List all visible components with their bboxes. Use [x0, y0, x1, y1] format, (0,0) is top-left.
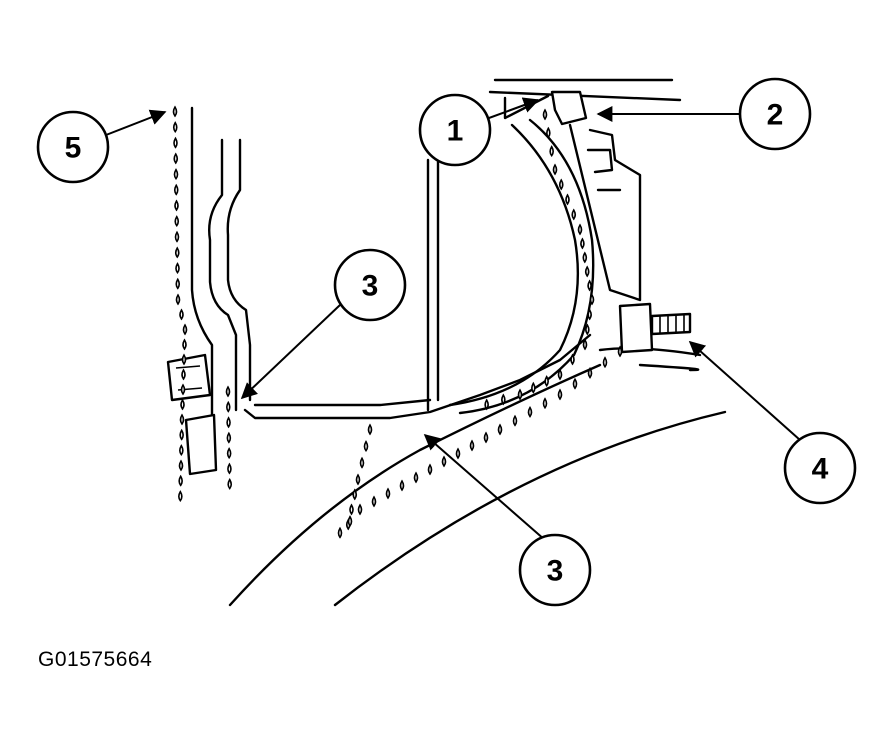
water-drop [501, 393, 506, 406]
water-drop [178, 490, 183, 503]
water-drop [357, 503, 363, 516]
water-drop [179, 413, 185, 426]
water-drop [367, 423, 373, 436]
water-drop [225, 385, 231, 398]
water-drop [173, 183, 179, 196]
water-drop [587, 279, 592, 292]
callout-1: 1 [418, 93, 492, 167]
water-drop [527, 405, 533, 418]
water-drop [399, 479, 405, 492]
water-drop [371, 495, 377, 508]
water-drop [542, 397, 548, 410]
water-drop [577, 223, 583, 236]
water-drop [549, 145, 554, 158]
water-drop [227, 462, 232, 475]
water-drop [179, 308, 184, 321]
water-drop [179, 444, 184, 457]
water-drop [413, 471, 419, 484]
water-drop [484, 398, 489, 411]
water-drop [512, 414, 518, 427]
callout-5: 5 [36, 110, 110, 184]
water-drop [585, 323, 590, 336]
water-drop [617, 345, 623, 358]
water-drop [180, 398, 185, 411]
water-drop [363, 440, 369, 453]
water-drop [546, 126, 551, 139]
water-drop [179, 428, 184, 441]
water-drop [173, 136, 178, 149]
water-drop [181, 368, 186, 381]
water-drop [174, 246, 180, 259]
water-drop [544, 375, 549, 388]
water-drop [349, 503, 354, 516]
water-drop [225, 400, 231, 413]
water-drop [557, 388, 563, 401]
water-drop [175, 293, 181, 306]
water-drop [172, 105, 178, 118]
water-drop [455, 447, 461, 460]
water-drop [570, 353, 575, 366]
water-drop [587, 366, 593, 379]
callout-1-label: 1 [447, 115, 464, 148]
water-drop [427, 463, 433, 476]
water-drop [565, 193, 570, 206]
water-drop [557, 368, 563, 381]
water-drop [352, 488, 358, 501]
water-drop [174, 215, 180, 228]
callout-3-upper-label: 3 [362, 270, 379, 303]
water-drop [359, 456, 365, 469]
callout-4: 4 [783, 431, 857, 505]
water-drop [587, 308, 592, 321]
water-drop [226, 416, 231, 429]
water-drop [173, 168, 179, 181]
water-drop [589, 293, 595, 306]
water-drop [182, 323, 188, 336]
body-panel-lines [166, 78, 727, 607]
callout-3-lower-label: 3 [547, 555, 564, 588]
water-drop [572, 377, 578, 390]
water-drop [385, 487, 391, 500]
water-drop [173, 152, 179, 165]
water-drop [337, 526, 343, 539]
water-drop [602, 356, 608, 369]
water-drop [175, 262, 180, 275]
water-drop [355, 473, 361, 486]
water-drop [226, 431, 232, 444]
water-drop [181, 353, 187, 366]
water-drop [517, 388, 523, 401]
water-drop [182, 338, 187, 351]
callout-3-upper: 3 [333, 248, 407, 322]
callout-4-label: 4 [812, 453, 829, 486]
water-drop [584, 265, 590, 278]
water-drop [558, 178, 564, 191]
callout-3-lower: 3 [518, 533, 592, 607]
water-drop [531, 381, 536, 394]
water-drop [580, 237, 585, 250]
callout-2: 2 [738, 77, 812, 151]
callout-2-label: 2 [767, 99, 784, 132]
water-drop [178, 459, 184, 472]
water-drop [497, 423, 503, 436]
water-drop [178, 474, 183, 487]
water-drop [441, 455, 447, 468]
water-drop [542, 108, 548, 121]
water-drop [180, 383, 186, 396]
water-drop [582, 338, 588, 351]
water-drop [172, 121, 178, 134]
water-drip-trails [172, 105, 623, 539]
figure-code: G01575664 [38, 648, 153, 671]
water-drop [571, 208, 577, 221]
water-drop [226, 447, 232, 460]
water-drop [469, 439, 475, 452]
water-drop [552, 163, 558, 176]
water-drop [582, 251, 588, 264]
water-drop [175, 277, 181, 290]
water-drop [483, 431, 489, 444]
water-drop [174, 199, 179, 212]
callout-5-label: 5 [65, 132, 82, 165]
water-drop [347, 515, 353, 528]
water-drop [174, 230, 180, 243]
water-drop [227, 478, 233, 490]
